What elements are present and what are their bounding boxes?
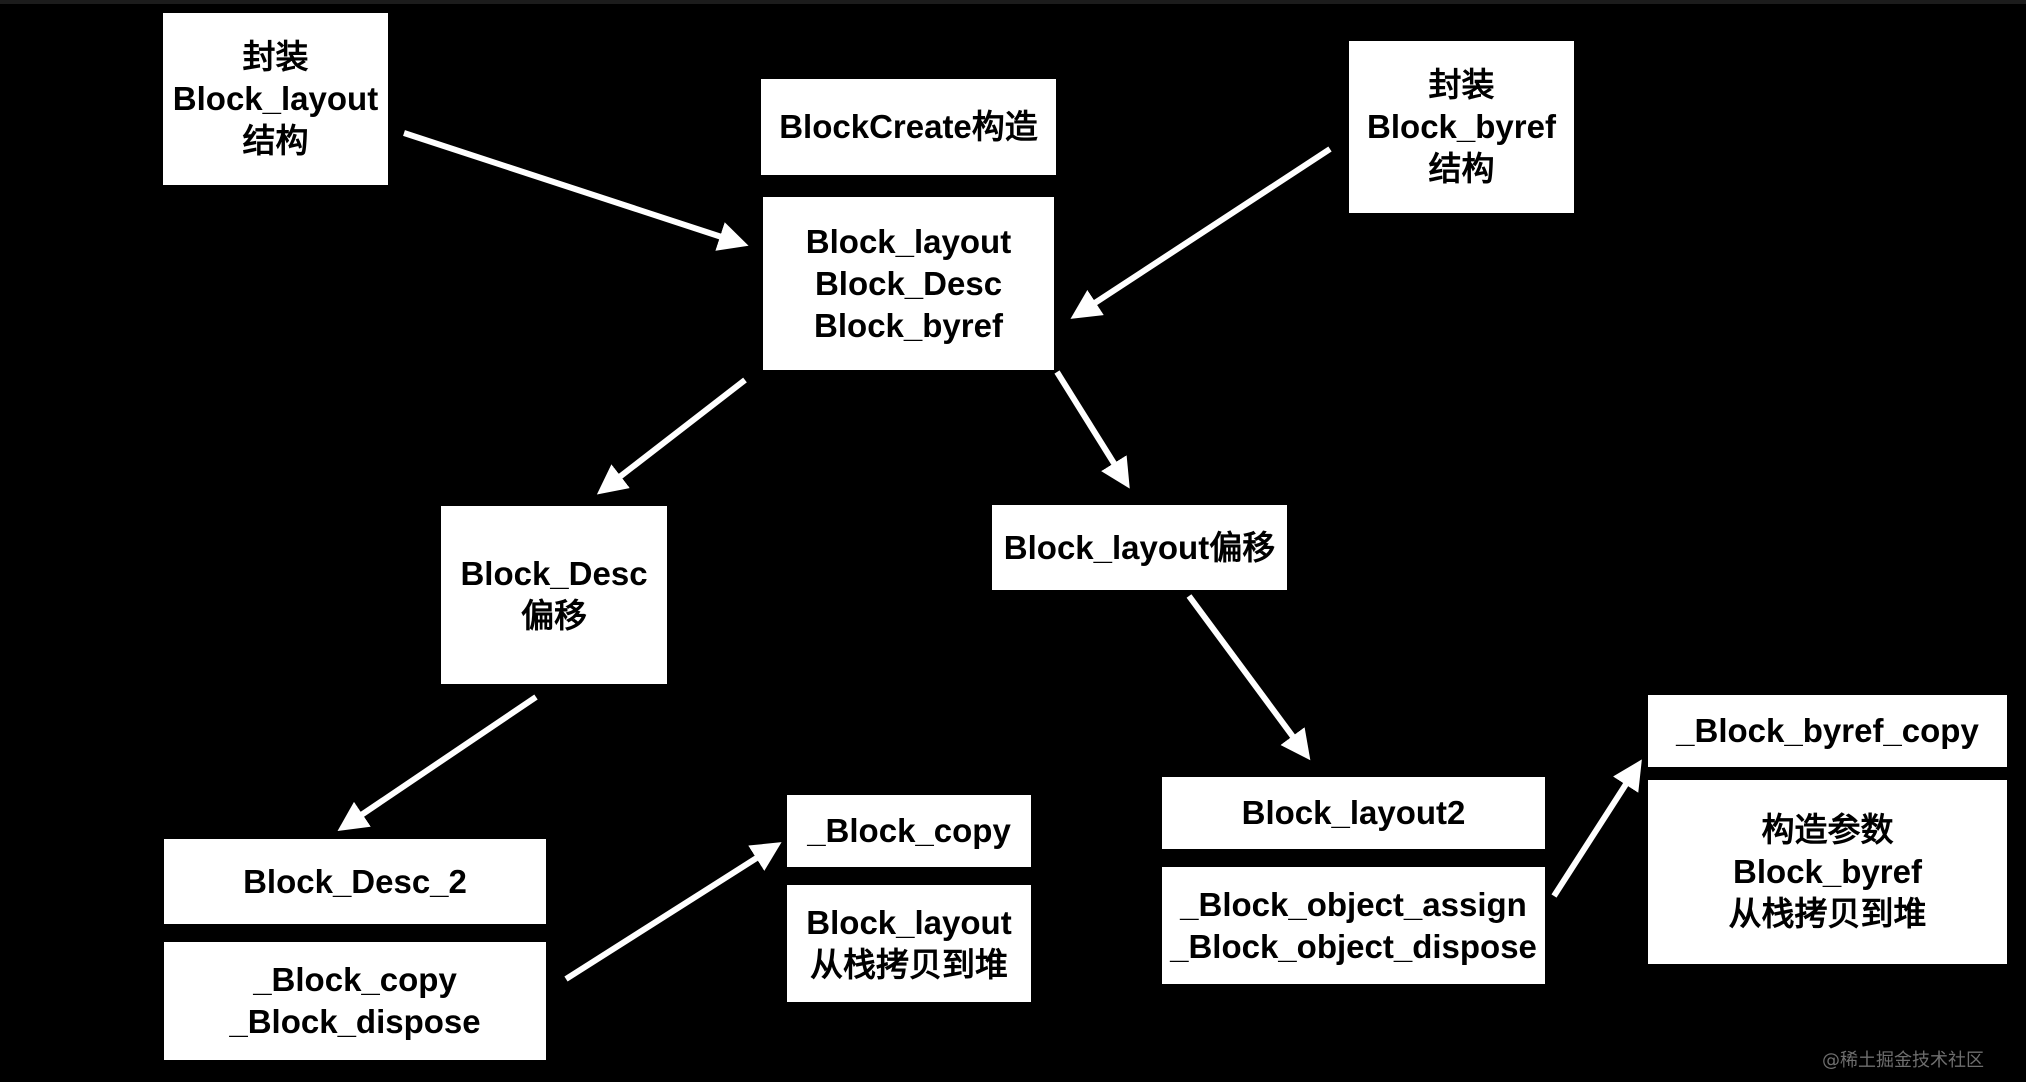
block-copy-detail-box: Block_layout 从栈拷贝到堆 bbox=[787, 885, 1031, 1002]
desc2-funcs-box: _Block_copy _Block_dispose bbox=[164, 942, 546, 1060]
layout2-title-box: Block_layout2 bbox=[1162, 777, 1545, 849]
block-copy-title-box: _Block_copy bbox=[787, 795, 1031, 867]
arrow-layout-offset-to-layout2 bbox=[1186, 594, 1311, 761]
wrap-byref-line-3: 结构 bbox=[1428, 150, 1495, 187]
layout2-funcs-line-1: _Block_object_assign bbox=[1180, 885, 1527, 923]
layout2-funcs-line-2: _Block_object_dispose bbox=[1170, 927, 1537, 965]
arrow-create-to-desc-offset bbox=[596, 377, 747, 495]
arrow-desc-offset-to-desc2 bbox=[337, 694, 538, 832]
layout-offset-box: Block_layout偏移 bbox=[992, 505, 1287, 590]
layout2-title: Block_layout2 bbox=[1241, 794, 1466, 831]
desc2-funcs-line-1: _Block_copy bbox=[253, 961, 457, 998]
byref-copy-detail-line-1: 构造参数 bbox=[1761, 811, 1894, 848]
byref-copy-title: _Block_byref_copy bbox=[1676, 712, 1979, 749]
layout-offset-title: Block_layout偏移 bbox=[1003, 528, 1276, 566]
block-create-title: BlockCreate构造 bbox=[779, 108, 1038, 145]
wrap-layout-box: 封装 Block_layout 结构 bbox=[163, 13, 388, 185]
desc-offset-line-2: 偏移 bbox=[521, 597, 587, 634]
wrap-byref-line-1: 封装 bbox=[1428, 66, 1495, 103]
top-border bbox=[0, 0, 2026, 4]
arrow-desc2-funcs-to-block-copy bbox=[564, 842, 782, 982]
create-contents-line-3: Block_byref bbox=[814, 306, 1003, 344]
create-contents-line-1: Block_layout bbox=[805, 222, 1012, 260]
byref-copy-detail-box: 构造参数 Block_byref 从栈拷贝到堆 bbox=[1648, 780, 2007, 964]
desc2-title-box: Block_Desc_2 bbox=[164, 839, 546, 924]
arrow-create-to-layout-offset bbox=[1054, 370, 1130, 489]
wrap-layout-line-3: 结构 bbox=[242, 122, 309, 159]
arrow-wrap-byref-to-create bbox=[1070, 146, 1332, 319]
create-contents-box: Block_layout Block_Desc Block_byref bbox=[763, 197, 1054, 370]
block-copy-title: _Block_copy bbox=[807, 812, 1011, 849]
arrow-layout2-funcs-to-byref-copy bbox=[1551, 759, 1642, 898]
desc2-title: Block_Desc_2 bbox=[243, 862, 467, 900]
desc-offset-line-1: Block_Desc bbox=[460, 555, 648, 592]
desc-offset-box: Block_Desc 偏移 bbox=[441, 506, 667, 684]
byref-copy-detail-line-2: Block_byref bbox=[1733, 853, 1922, 890]
layout2-funcs-box: _Block_object_assign _Block_object_dispo… bbox=[1162, 867, 1545, 984]
byref-copy-detail-line-3: 从栈拷贝到堆 bbox=[1728, 895, 1927, 932]
watermark: @稀土掘金技术社区 bbox=[1822, 1050, 1984, 1071]
wrap-byref-box: 封装 Block_byref 结构 bbox=[1349, 41, 1574, 213]
create-contents-line-2: Block_Desc bbox=[814, 264, 1003, 302]
wrap-byref-line-2: Block_byref bbox=[1367, 108, 1556, 145]
wrap-layout-line-2: Block_layout bbox=[172, 80, 379, 117]
block-copy-detail-line-1: Block_layout bbox=[806, 903, 1012, 941]
byref-copy-title-box: _Block_byref_copy bbox=[1648, 695, 2007, 767]
wrap-layout-line-1: 封装 bbox=[242, 38, 309, 75]
desc2-funcs-line-2: _Block_dispose bbox=[229, 1003, 481, 1040]
block-copy-detail-line-2: 从栈拷贝到堆 bbox=[810, 945, 1008, 983]
block-create-title-box: BlockCreate构造 bbox=[761, 79, 1056, 175]
arrow-wrap-layout-to-create bbox=[403, 130, 749, 251]
